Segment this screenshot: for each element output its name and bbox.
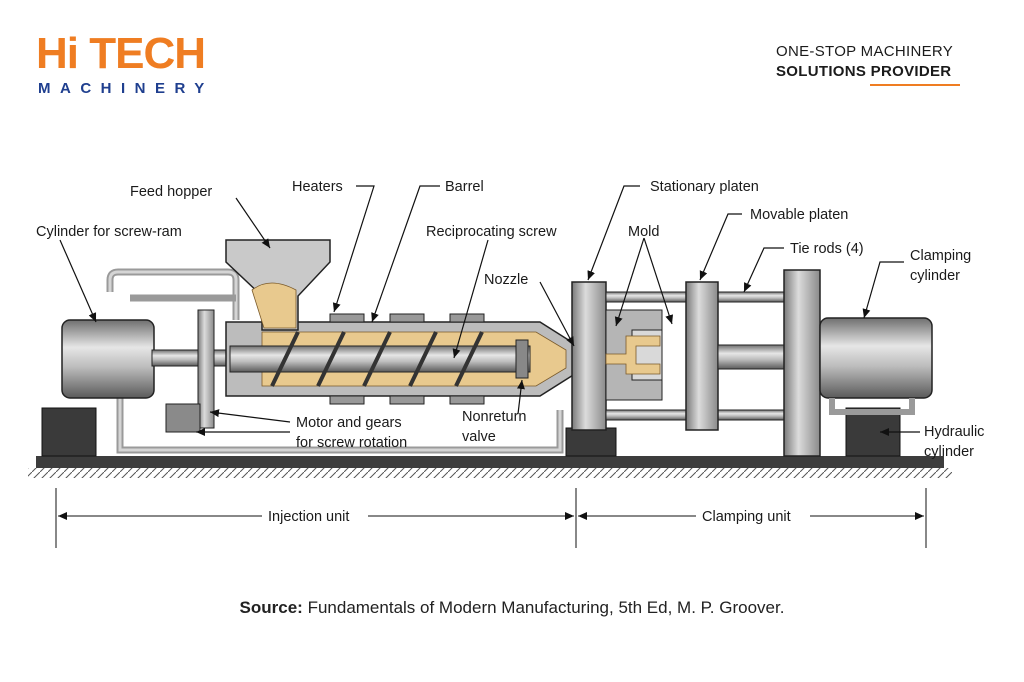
arrow-tie-rods: [743, 247, 784, 293]
label-movable-platen: Movable platen: [750, 207, 848, 223]
label-mold: Mold: [628, 224, 659, 240]
label-nonreturn-2: valve: [462, 429, 496, 445]
ram-rod: [717, 344, 785, 370]
label-motor-gears-1: Motor and gears: [296, 415, 402, 431]
label-clamping-cylinder-1: Clamping: [910, 248, 971, 264]
brand-logo: Hi TECH MACHINERY: [36, 30, 266, 110]
label-recip-screw: Reciprocating screw: [426, 224, 557, 240]
label-heaters: Heaters: [292, 179, 343, 195]
machine-base: [36, 456, 944, 468]
movable-platen: [685, 281, 719, 431]
arrow-clamping-cylinder: [862, 261, 904, 319]
source-text: Fundamentals of Modern Manufacturing, 5t…: [302, 598, 785, 617]
label-hydraulic-2: cylinder: [924, 444, 974, 460]
arrow-feed-hopper: [235, 197, 271, 249]
ground-hatch: [28, 468, 952, 478]
label-injection-unit: Injection unit: [268, 509, 349, 525]
arrow-mold-right: [643, 237, 674, 325]
label-nozzle: Nozzle: [484, 272, 528, 288]
tagline-line1: ONE-STOP MACHINERY: [776, 43, 954, 60]
label-barrel: Barrel: [445, 179, 484, 195]
arrow-barrel: [371, 185, 440, 323]
gear-disk: [197, 309, 215, 429]
hydraulic-pipe-right: [829, 398, 915, 415]
heaters: [329, 313, 485, 405]
tagline-underline: [870, 84, 960, 86]
arrow-movable-platen: [699, 213, 742, 281]
motor: [165, 403, 201, 433]
platen-foot: [565, 427, 617, 457]
screw-ram-rod: [151, 349, 233, 367]
arrow-nozzle: [539, 281, 575, 347]
tagline-line2: SOLUTIONS PROVIDER: [776, 63, 952, 80]
screw-flights: [270, 331, 484, 387]
arrow-stationary-platen: [587, 185, 640, 281]
label-hydraulic-1: Hydraulic: [924, 424, 984, 440]
hopper-pellets: [251, 282, 297, 329]
arrow-heaters: [332, 185, 375, 313]
source-citation: Source: Fundamentals of Modern Manufactu…: [0, 598, 1024, 618]
arrow-screw-ram: [59, 239, 97, 323]
label-screw-ram: Cylinder for screw-ram: [36, 224, 182, 240]
hydraulic-pipe-left-inner: [108, 270, 238, 320]
label-motor-gears-2: for screw rotation: [296, 435, 407, 451]
arrow-motor-gears-1: [209, 409, 291, 423]
clamping-cylinder: [819, 317, 933, 399]
label-clamping-unit: Clamping unit: [702, 509, 791, 525]
tagline: ONE-STOP MACHINERY SOLUTIONS PROVIDER: [776, 42, 976, 86]
label-clamping-cylinder-2: cylinder: [910, 268, 960, 284]
nonreturn-valve: [515, 339, 529, 379]
label-tie-rods: Tie rods (4): [790, 241, 864, 257]
hydraulic-block-left: [41, 407, 97, 457]
arrow-mold-left: [614, 237, 645, 327]
label-nonreturn-1: Nonreturn: [462, 409, 526, 425]
brand-name: Hi TECH: [36, 29, 206, 78]
screw-ram-cylinder: [61, 319, 155, 399]
source-prefix: Source:: [239, 598, 303, 617]
mold-cavity: [605, 335, 661, 375]
brand-subname: MACHINERY: [38, 80, 214, 97]
arrow-nonreturn: [516, 379, 525, 415]
frame-rail-left-inner: [118, 382, 562, 452]
label-feed-hopper: Feed hopper: [130, 184, 212, 200]
label-stationary-platen: Stationary platen: [650, 179, 759, 195]
rear-platen: [783, 269, 821, 457]
arrow-recip-screw: [452, 239, 489, 359]
stationary-platen: [571, 281, 607, 431]
